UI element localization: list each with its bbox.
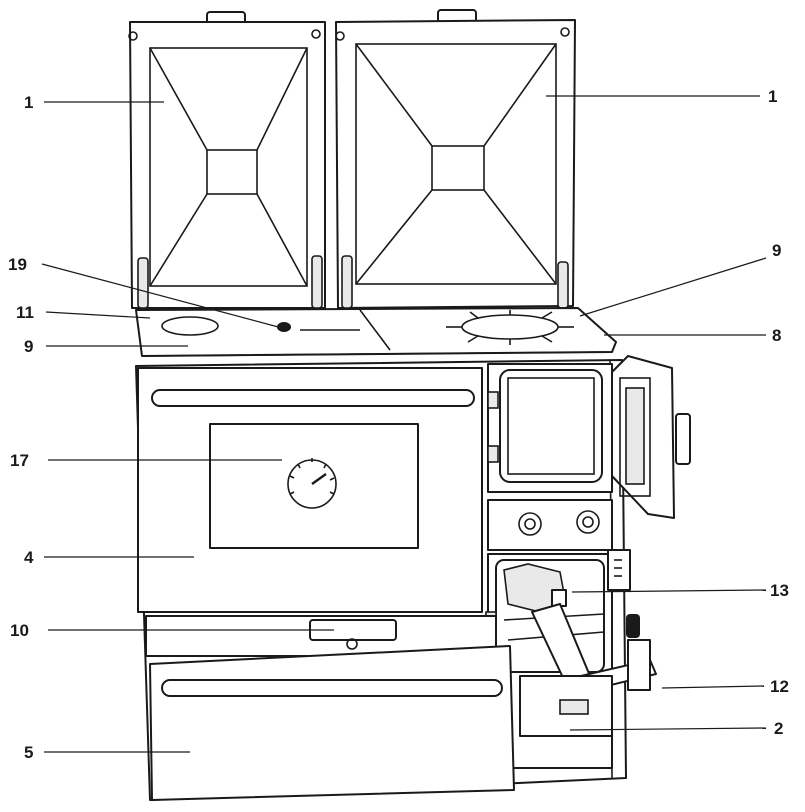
firebox-hinge-upper bbox=[487, 391, 499, 409]
callout-17: 17 bbox=[10, 451, 29, 470]
callout-12: 12 bbox=[770, 677, 789, 696]
right-lid-hinge-left bbox=[341, 255, 353, 309]
leader-lines bbox=[41, 95, 767, 753]
callout-5: 5 bbox=[24, 743, 33, 762]
left-hotplate-lid bbox=[128, 11, 326, 309]
storage-drawer-handle bbox=[161, 679, 503, 697]
lower-section bbox=[145, 615, 515, 801]
right-hotplate-lid bbox=[335, 9, 576, 309]
cooktop bbox=[135, 307, 617, 357]
leader-12 bbox=[661, 685, 765, 689]
right-gauge bbox=[576, 510, 600, 534]
callout-11: 11 bbox=[16, 303, 34, 322]
right-hotplate-burner bbox=[446, 310, 574, 345]
oven-window bbox=[209, 423, 419, 549]
control-panel bbox=[487, 499, 613, 551]
ash-pan-handle bbox=[559, 699, 589, 715]
callout-4: 4 bbox=[24, 548, 34, 567]
leader-19 bbox=[41, 263, 283, 329]
oven-door bbox=[137, 367, 483, 613]
left-gauge bbox=[518, 512, 542, 536]
callout-2: 2 bbox=[774, 719, 783, 738]
side-knob bbox=[626, 614, 640, 638]
left-lid-screw-top-right bbox=[311, 29, 321, 39]
firebox-opening bbox=[499, 369, 603, 483]
cooktop-knob bbox=[277, 322, 291, 332]
oven-thermometer bbox=[287, 458, 337, 509]
ash-door bbox=[485, 549, 657, 769]
firebox-door-handle bbox=[675, 413, 691, 465]
side-vent bbox=[607, 549, 631, 591]
firebox-door bbox=[487, 355, 691, 519]
leader-9-right bbox=[579, 257, 767, 317]
callout-labels: 1 1 19 9 11 8 9 17 4 13 10 12 2 5 bbox=[8, 87, 789, 762]
left-lid-screw-top-left bbox=[128, 31, 138, 41]
left-lid-hinge-right bbox=[311, 255, 323, 309]
callout-1-left: 1 bbox=[24, 93, 33, 112]
callout-8: 8 bbox=[772, 326, 781, 345]
callout-9-left: 9 bbox=[24, 337, 33, 356]
right-lid-hinge-right bbox=[557, 261, 569, 309]
right-lid-screw-top-right bbox=[560, 27, 570, 37]
oven-door-handle bbox=[151, 389, 475, 407]
leader-2 bbox=[569, 727, 767, 731]
left-hotplate-ring bbox=[161, 316, 219, 336]
callout-19: 19 bbox=[8, 255, 27, 274]
callout-9-right: 9 bbox=[772, 241, 781, 260]
side-bracket bbox=[627, 639, 651, 691]
left-lid-hinge-left bbox=[137, 257, 149, 309]
right-lid-screw-top-left bbox=[335, 31, 345, 41]
callout-13: 13 bbox=[770, 581, 789, 600]
callout-10: 10 bbox=[10, 621, 29, 640]
firebox-hinge-lower bbox=[487, 445, 499, 463]
leader-13 bbox=[571, 589, 767, 593]
callout-1-right: 1 bbox=[768, 87, 777, 106]
storage-drawer bbox=[149, 645, 515, 801]
leader-11 bbox=[45, 311, 151, 319]
